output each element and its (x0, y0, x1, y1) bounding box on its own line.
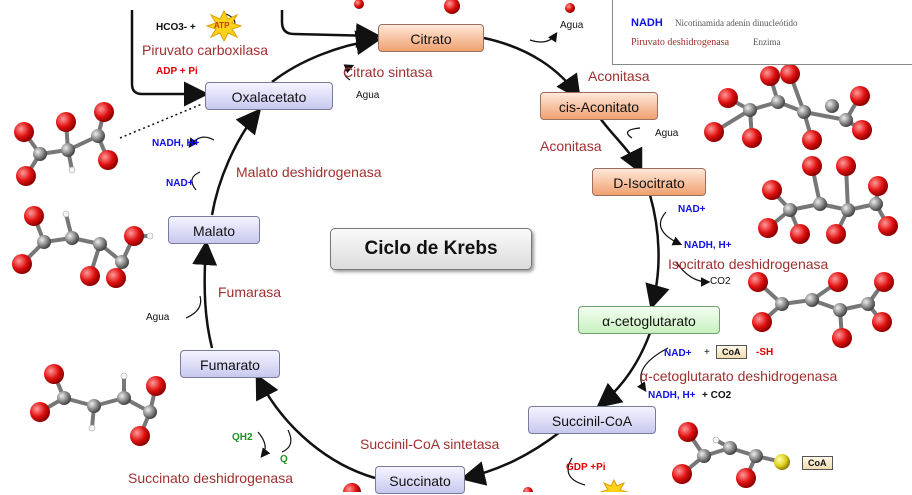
node-cis-aconitato[interactable]: cis-Aconitato (540, 92, 658, 120)
cofactor-agua-citrato: Agua (356, 90, 380, 101)
cofactor-nadh-ceto: NADH, H+ (648, 390, 696, 401)
atom-top-4 (523, 487, 533, 492)
atom-top-2 (354, 0, 364, 9)
legend-enzyme-example: Piruvato deshidrogenasa (631, 37, 730, 48)
molecule-models (12, 64, 898, 488)
enzyme-fumarasa: Fumarasa (218, 284, 282, 300)
enzyme-succinato-dh: Succinato deshidrogenasa (128, 470, 294, 486)
node-succinil-coa[interactable]: Succinil-CoA (528, 406, 656, 434)
cofactor-nadh-iso: NADH, H+ (684, 240, 732, 251)
oxalacetate-molecule-model (14, 102, 118, 186)
atp-label: ATP (214, 21, 230, 30)
cofactor-nad-iso: NAD+ (678, 204, 706, 215)
atom-top-3 (343, 483, 361, 492)
enzyme-isocitrato-dh: Isocitrato deshidrogenasa (668, 256, 829, 272)
diagram-title: Ciclo de Krebs (330, 228, 532, 270)
cofactor-curves (185, 13, 711, 486)
node-citrato[interactable]: Citrato (378, 24, 484, 52)
cis-aconitate-molecule-model (704, 64, 872, 150)
legend-enzyme-value: Enzima (753, 37, 781, 47)
legend-nadh-value: Nicotinamida adenín dinucleótido (675, 18, 798, 28)
cofactor-agua-aconitasa: Agua (655, 128, 679, 139)
isocitrate-molecule-model (758, 156, 898, 244)
fumarate-molecule-model (30, 364, 166, 446)
oxalacetato-dotted-link (119, 103, 203, 139)
enzyme-piruvato-carboxilasa: Piruvato carboxilasa (142, 42, 269, 58)
node-succinato[interactable]: Succinato (375, 466, 465, 494)
legend-nadh-key: NADH (631, 17, 663, 29)
cofactor-gdp: GDP +Pi (566, 462, 606, 473)
cofactor-q: Q (280, 454, 288, 465)
malate-molecule-model (12, 206, 154, 288)
node-isocitrato[interactable]: D-Isocitrato (592, 168, 706, 196)
legend-box: NADH Nicotinamida adenín dinucleótido Pi… (612, 0, 912, 65)
node-cetoglutarato[interactable]: α-cetoglutarato (578, 306, 720, 334)
node-oxalacetato[interactable]: Oxalacetato (205, 82, 333, 110)
ketoglutarate-molecule-model (748, 272, 894, 348)
cofactor-nadh-malato: NADH, H+ (152, 138, 200, 149)
cofactor-nad-malato: NAD+ (166, 178, 194, 189)
succinyl-coa-molecule-model (672, 422, 790, 488)
carboxylase-path (130, 10, 381, 107)
enzyme-aconitasa-2: Aconitasa (540, 138, 602, 154)
enzyme-succinil-coa-sintetasa: Succinil-CoA sintetasa (360, 436, 500, 452)
coa-box-ceto: CoA (716, 345, 747, 359)
cofactor-sh-ceto: -SH (756, 347, 774, 358)
cofactor-qh2: QH2 (232, 432, 253, 443)
node-fumarato[interactable]: Fumarato (180, 350, 280, 378)
gtp-burst-icon (599, 478, 629, 492)
enzyme-aconitasa-1: Aconitasa (588, 68, 650, 84)
atom-top-1 (444, 0, 460, 14)
atp-burst-icon (205, 9, 243, 43)
cofactor-nad-ceto: NAD+ (664, 348, 692, 359)
enzyme-cetoglutarato-dh: α-cetoglutarato deshidrogenasa (640, 368, 838, 384)
cofactor-hco3: HCO3- + (156, 22, 196, 33)
node-malato[interactable]: Malato (168, 216, 260, 244)
cofactor-co2-iso: CO2 (710, 276, 731, 287)
cofactor-plus-ceto: + (704, 347, 710, 358)
cofactor-adp: ADP + Pi (156, 66, 198, 77)
atom-top-5 (565, 3, 575, 13)
coa-box-right: CoA (802, 456, 833, 470)
cofactor-agua-fumarasa: Agua (146, 312, 170, 323)
enzyme-citrato-sintasa: Citrato sintasa (343, 64, 433, 80)
cofactor-co2-ceto: + CO2 (702, 390, 732, 401)
enzyme-malato-dh: Malato deshidrogenasa (236, 164, 382, 180)
cofactor-agua-top: Agua (560, 20, 584, 31)
